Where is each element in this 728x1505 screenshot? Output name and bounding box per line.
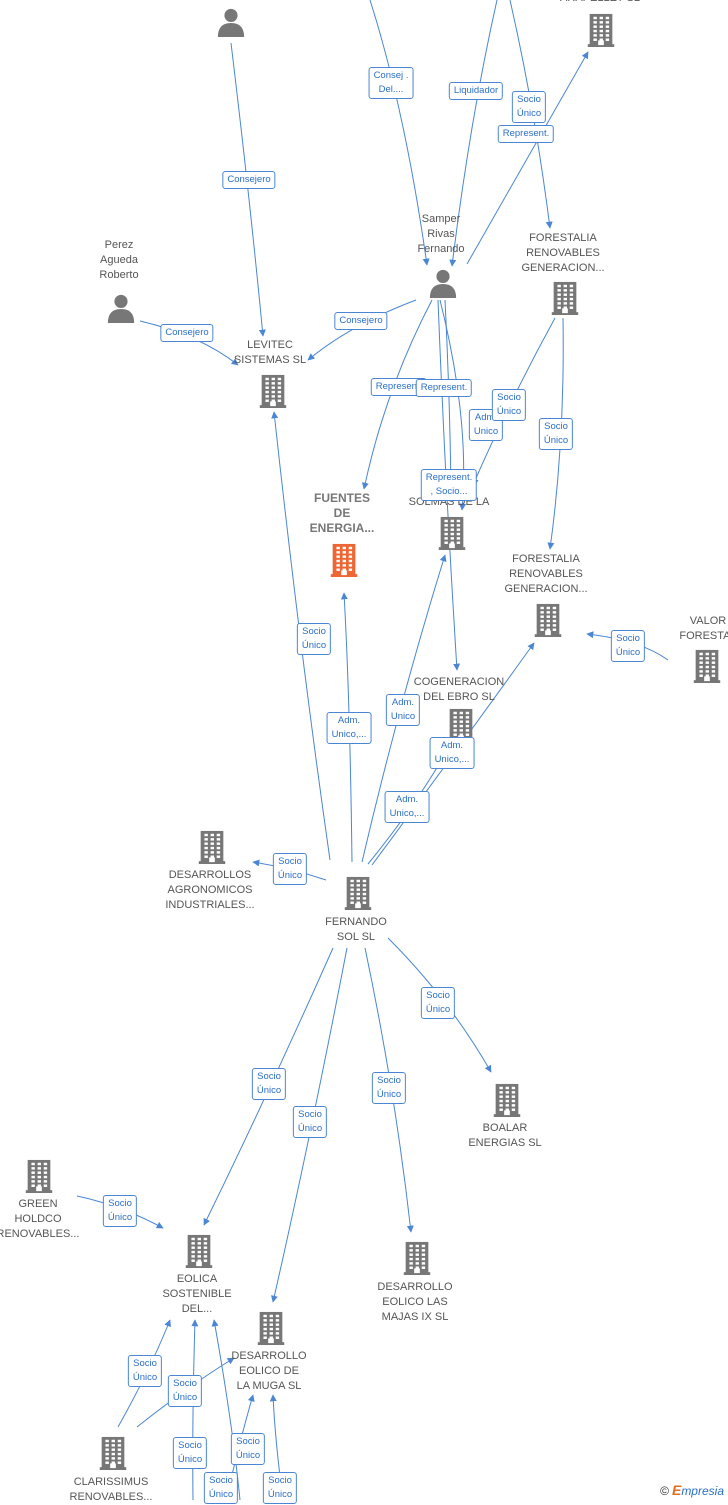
edge-label-e2[interactable]: Consej . Del.... — [368, 67, 414, 99]
edge-label-e21[interactable]: Socio Único — [420, 987, 456, 1019]
copyright-symbol: © — [660, 1484, 669, 1498]
node-label-c-boalar[interactable]: BOALAR ENERGIAS SL — [468, 1122, 542, 1149]
person-icon[interactable] — [106, 293, 136, 328]
node-label-c-forestalia1[interactable]: FORESTALIA RENOVABLES GENERACION... — [521, 232, 605, 274]
edge-e28 — [191, 1319, 199, 1500]
edge-label-e25[interactable]: Socio Único — [102, 1195, 138, 1227]
edge-e3 — [449, 0, 498, 267]
edge-label-e24[interactable]: Socio Único — [371, 1072, 407, 1104]
brand-initial: E — [671, 1482, 682, 1498]
building-icon[interactable] — [435, 516, 469, 555]
building-icon[interactable] — [96, 1436, 130, 1475]
edge-e2 — [369, 0, 430, 266]
node-label-c-desarrollos[interactable]: DESARROLLOS AGRONOMICOS INDUSTRIALES... — [165, 869, 255, 911]
edge-label-e9[interactable]: Represent. — [415, 379, 473, 397]
edge-label-e28[interactable]: Socio Único — [172, 1437, 208, 1469]
building-icon[interactable] — [531, 603, 565, 642]
building-icon[interactable] — [400, 1241, 434, 1280]
empresia-watermark: ©Empresia — [660, 1482, 724, 1498]
edge-label-e18[interactable]: Adm. Unico,... — [429, 737, 475, 769]
building-icon[interactable] — [195, 830, 229, 869]
edge-label-e7[interactable]: Consejero — [334, 312, 388, 330]
edge-label-e19[interactable]: Adm. Unico,... — [384, 791, 430, 823]
person-icon[interactable] — [216, 7, 246, 42]
edge-e29 — [211, 1319, 241, 1500]
edge-label-e29[interactable]: Socio Único — [230, 1433, 266, 1465]
building-icon[interactable] — [182, 1234, 216, 1273]
edge-label-e14[interactable]: Socio Único — [610, 630, 646, 662]
edge-label-e15[interactable]: Socio Único — [296, 623, 332, 655]
edge-label-e10[interactable]: Adm. Unico — [468, 409, 504, 441]
edge-label-e13[interactable]: Represent. , Socio... — [420, 469, 478, 501]
building-icon[interactable] — [327, 543, 361, 582]
building-icon[interactable] — [690, 649, 724, 688]
building-icon[interactable] — [584, 13, 618, 52]
node-label-p-samper[interactable]: Samper Rivas Fernando — [417, 213, 465, 255]
person-icon[interactable] — [428, 268, 458, 303]
node-label-c-top-right[interactable]: ARAPELLET SL — [560, 0, 640, 6]
node-label-c-cogeneracion[interactable]: COGENERACION DEL EBRO SL — [413, 676, 505, 703]
building-icon[interactable] — [22, 1159, 56, 1198]
edge-label-e16[interactable]: Adm. Unico,... — [326, 712, 372, 744]
building-icon[interactable] — [548, 281, 582, 320]
edge-label-e31[interactable]: Socio Único — [262, 1472, 298, 1504]
node-label-c-levitec[interactable]: LEVITEC SISTEMAS SL — [233, 339, 307, 366]
node-label-c-clarissimus[interactable]: CLARISSIMUS RENOVABLES... — [69, 1476, 153, 1503]
edge-label-e20[interactable]: Socio Único — [272, 853, 308, 885]
edge-e1 — [230, 42, 266, 337]
edge-label-e12[interactable]: Socio Único — [538, 418, 574, 450]
edge-label-e27[interactable]: Socio Único — [167, 1375, 203, 1407]
edge-label-e30[interactable]: Socio Único — [203, 1472, 239, 1504]
node-label-c-eolica[interactable]: EOLICA SOSTENIBLE DEL... — [162, 1273, 232, 1315]
edge-label-e17[interactable]: Adm. Unico — [385, 694, 421, 726]
edge-e4 — [466, 51, 589, 265]
building-icon[interactable] — [254, 1311, 288, 1350]
node-label-c-muga[interactable]: DESARROLLO EOLICO DE LA MUGA SL — [231, 1350, 307, 1392]
edge-label-e1[interactable]: Consejero — [222, 171, 276, 189]
node-label-c-fernando[interactable]: FERNANDO SOL SL — [325, 916, 387, 943]
brand-name: mpresia — [681, 1484, 724, 1498]
edge-label-e23[interactable]: Socio Único — [292, 1106, 328, 1138]
node-label-c-green[interactable]: GREEN HOLDCO RENOVABLES... — [0, 1198, 80, 1240]
edge-label-e11[interactable]: Socio Único — [491, 389, 527, 421]
edge-e7 — [307, 299, 417, 361]
edge-label-e3[interactable]: Liquidador — [448, 82, 504, 100]
node-label-c-forestalia2[interactable]: FORESTALIA RENOVABLES GENERACION... — [504, 553, 588, 595]
edge-label-e4[interactable]: Socio Único — [511, 91, 547, 123]
building-icon[interactable] — [341, 876, 375, 915]
building-icon[interactable] — [256, 374, 290, 413]
edge-label-e5[interactable]: Represent. — [497, 125, 555, 143]
node-label-c-valor[interactable]: VALOR FORESTAL — [679, 615, 728, 642]
edge-label-e26[interactable]: Socio Único — [127, 1355, 163, 1387]
edge-e9 — [444, 299, 455, 496]
node-label-p-perez[interactable]: Perez Agueda Roberto — [99, 239, 139, 281]
node-label-c-majas[interactable]: DESARROLLO EOLICO LAS MAJAS IX SL — [377, 1281, 453, 1323]
node-label-c-fuentes[interactable]: FUENTES DE ENERGIA... — [309, 491, 375, 535]
edge-label-e6[interactable]: Consejero — [160, 324, 214, 342]
edge-label-e22[interactable]: Socio Único — [251, 1068, 287, 1100]
building-icon[interactable] — [490, 1083, 524, 1122]
